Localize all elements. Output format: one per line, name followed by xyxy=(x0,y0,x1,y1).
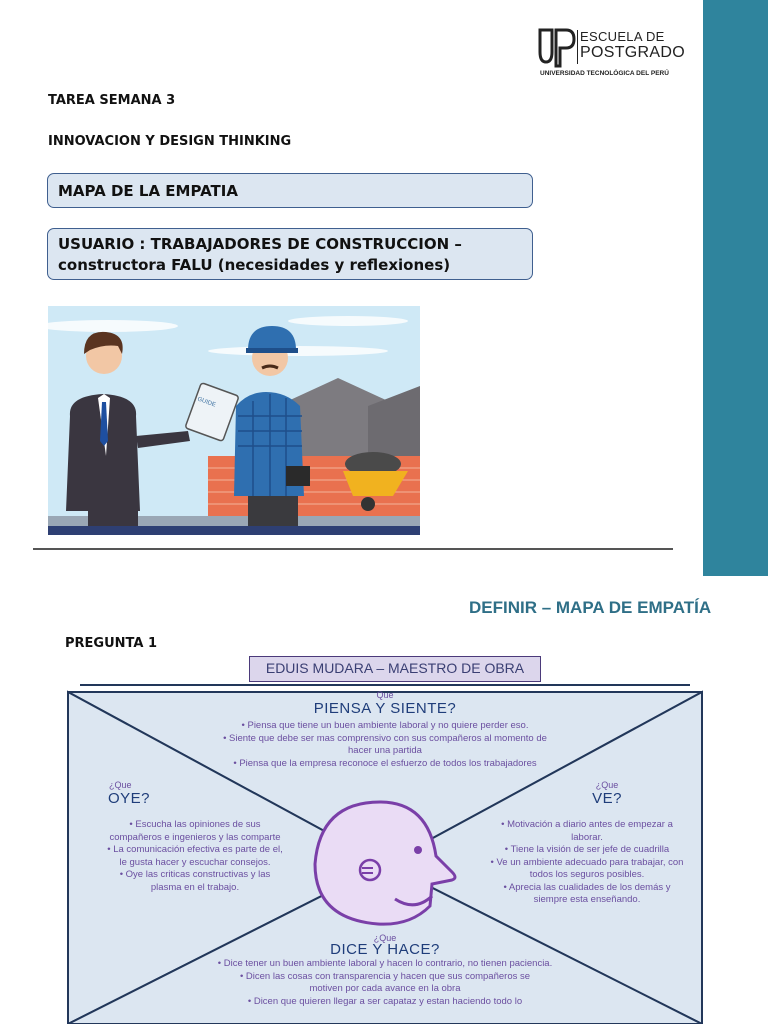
piensa-q: Que xyxy=(376,690,394,700)
oye-section: ¿Que OYE? Escucha las opiniones de sus c… xyxy=(95,780,295,894)
logo-subtitle: UNIVERSIDAD TECNOLÓGICA DEL PERÚ xyxy=(540,70,669,77)
definir-title: DEFINIR – MAPA DE EMPATÍA xyxy=(469,598,712,617)
dice-item: Dicen que quieren llegar a ser capataz y… xyxy=(210,996,560,1009)
piensa-item: Piensa que la empresa reconoce el esfuer… xyxy=(200,758,570,771)
oye-item: La comunicación efectiva es parte de el,… xyxy=(95,844,295,869)
oye-item: Escucha las opiniones de sus compañeros … xyxy=(95,819,295,844)
ve-item: Ve un ambiente adecuado para trabajar, c… xyxy=(478,857,696,882)
dice-item: Dice tener un buen ambiente laboral y ha… xyxy=(210,958,560,971)
pregunta-label: PREGUNTA 1 xyxy=(65,636,158,651)
oye-q: ¿Que xyxy=(109,780,132,790)
ve-item: Motivación a diario antes de empezar a l… xyxy=(478,819,696,844)
course-heading: INNOVACION Y DESIGN THINKING xyxy=(48,134,292,149)
piensa-title: PIENSA Y SIENTE? xyxy=(313,700,457,717)
usuario-line1: USUARIO : TRABAJADORES DE CONSTRUCCION – xyxy=(58,235,462,253)
usuario-box: USUARIO : TRABAJADORES DE CONSTRUCCION –… xyxy=(47,228,533,280)
oye-title: OYE? xyxy=(108,790,151,807)
ve-item: Tiene la visión de ser jefe de cuadrilla xyxy=(478,844,696,857)
dice-list: Dice tener un buen ambiente laboral y ha… xyxy=(210,958,560,1008)
head-icon xyxy=(313,800,457,926)
oye-list: Escucha las opiniones de sus compañeros … xyxy=(95,819,295,894)
logo-line2: POSTGRADO xyxy=(580,44,685,61)
dice-item: Dicen las cosas con transparencia y hace… xyxy=(210,971,560,996)
divider-line xyxy=(33,548,673,550)
mapa-empatia-label: MAPA DE LA EMPATIA xyxy=(58,182,238,200)
person-box: EDUIS MUDARA – MAESTRO DE OBRA xyxy=(249,656,541,682)
dice-q: ¿Que xyxy=(373,933,397,943)
dice-title: DICE Y HACE? xyxy=(330,941,440,958)
mapa-empatia-box: MAPA DE LA EMPATIA xyxy=(47,173,533,208)
logo-line1: ESCUELA DE xyxy=(580,29,665,44)
ve-title: VE? xyxy=(592,790,622,807)
utp-logo-icon xyxy=(538,28,576,68)
ve-section: ¿Que VE? Motivación a diario antes de em… xyxy=(478,780,696,907)
piensa-item: Piensa que tiene un buen ambiente labora… xyxy=(200,720,570,733)
ve-q: ¿Que xyxy=(595,780,619,790)
dice-section: ¿Que DICE Y HACE? Dice tener un buen amb… xyxy=(210,933,560,1008)
piensa-list: Piensa que tiene un buen ambiente labora… xyxy=(200,720,570,770)
oye-item: Oye las criticas constructivas y las pla… xyxy=(95,869,295,894)
piensa-section: Que PIENSA Y SIENTE? Piensa que tiene un… xyxy=(200,690,570,770)
construction-illustration: GUIDE xyxy=(48,306,420,535)
tarea-heading: TAREA SEMANA 3 xyxy=(48,93,176,108)
piensa-item: Siente que debe ser mas comprensivo con … xyxy=(200,733,570,758)
ve-list: Motivación a diario antes de empezar a l… xyxy=(478,819,696,907)
ve-item: Aprecia las cualidades de los demás y si… xyxy=(478,882,696,907)
usuario-line2: constructora FALU (necesidades y reflexi… xyxy=(58,256,451,274)
logo-separator xyxy=(577,30,578,64)
teal-side-bar xyxy=(703,0,768,576)
